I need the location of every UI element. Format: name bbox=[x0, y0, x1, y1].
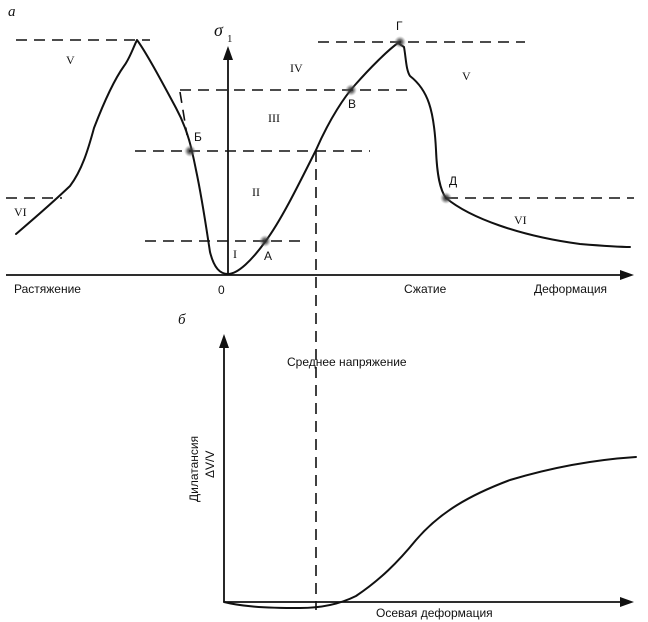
origin-label: 0 bbox=[218, 283, 225, 297]
point-g-marker bbox=[394, 36, 406, 48]
zone-iii: III bbox=[268, 111, 280, 125]
point-v-marker bbox=[345, 84, 357, 96]
point-v-label: В bbox=[348, 97, 356, 111]
compression-label: Сжатие bbox=[404, 282, 447, 296]
axial-deformation-label: Осевая деформация bbox=[376, 606, 493, 620]
stress-strain-curve bbox=[15, 39, 631, 275]
point-d-label: Д bbox=[449, 174, 457, 188]
zone-v-left: V bbox=[66, 53, 75, 67]
point-a-label: А bbox=[264, 249, 272, 263]
zone-ii: II bbox=[252, 185, 260, 199]
y-axis-b-arrow bbox=[219, 334, 229, 348]
zone-iv: IV bbox=[290, 61, 303, 75]
zone-vi-right: VI bbox=[514, 213, 527, 227]
mean-stress-label: Среднее напряжение bbox=[287, 355, 407, 369]
zone-vi-left: VI bbox=[14, 205, 27, 219]
point-a-marker bbox=[259, 235, 271, 247]
zone-v-right: V bbox=[462, 69, 471, 83]
dilatancy-curve bbox=[223, 456, 637, 609]
panel-a-label: а bbox=[8, 4, 16, 20]
point-g-label: Г bbox=[396, 19, 403, 33]
dilatancy-formula: ΔV/V bbox=[203, 451, 217, 478]
x-axis-b-arrow bbox=[620, 597, 634, 607]
y-axis-a-arrow bbox=[223, 46, 233, 60]
panel-b: б Среднее напряжение Дилатансия ΔV/V Осе… bbox=[178, 312, 637, 620]
zone-i: I bbox=[233, 247, 237, 261]
point-d-marker bbox=[440, 192, 452, 204]
panel-b-label: б bbox=[178, 312, 186, 328]
deformation-label: Деформация bbox=[534, 282, 607, 296]
dilatancy-label: Дилатансия bbox=[187, 436, 201, 502]
point-b-label: Б bbox=[194, 130, 202, 144]
panel-a: а σ 1 А Б В Г Д V IV bbox=[6, 4, 634, 610]
x-axis-a-arrow bbox=[620, 270, 634, 280]
sigma-label: σ bbox=[214, 20, 224, 40]
point-b-marker bbox=[184, 145, 196, 157]
tension-label: Растяжение bbox=[14, 282, 81, 296]
sigma-subscript: 1 bbox=[227, 33, 233, 45]
